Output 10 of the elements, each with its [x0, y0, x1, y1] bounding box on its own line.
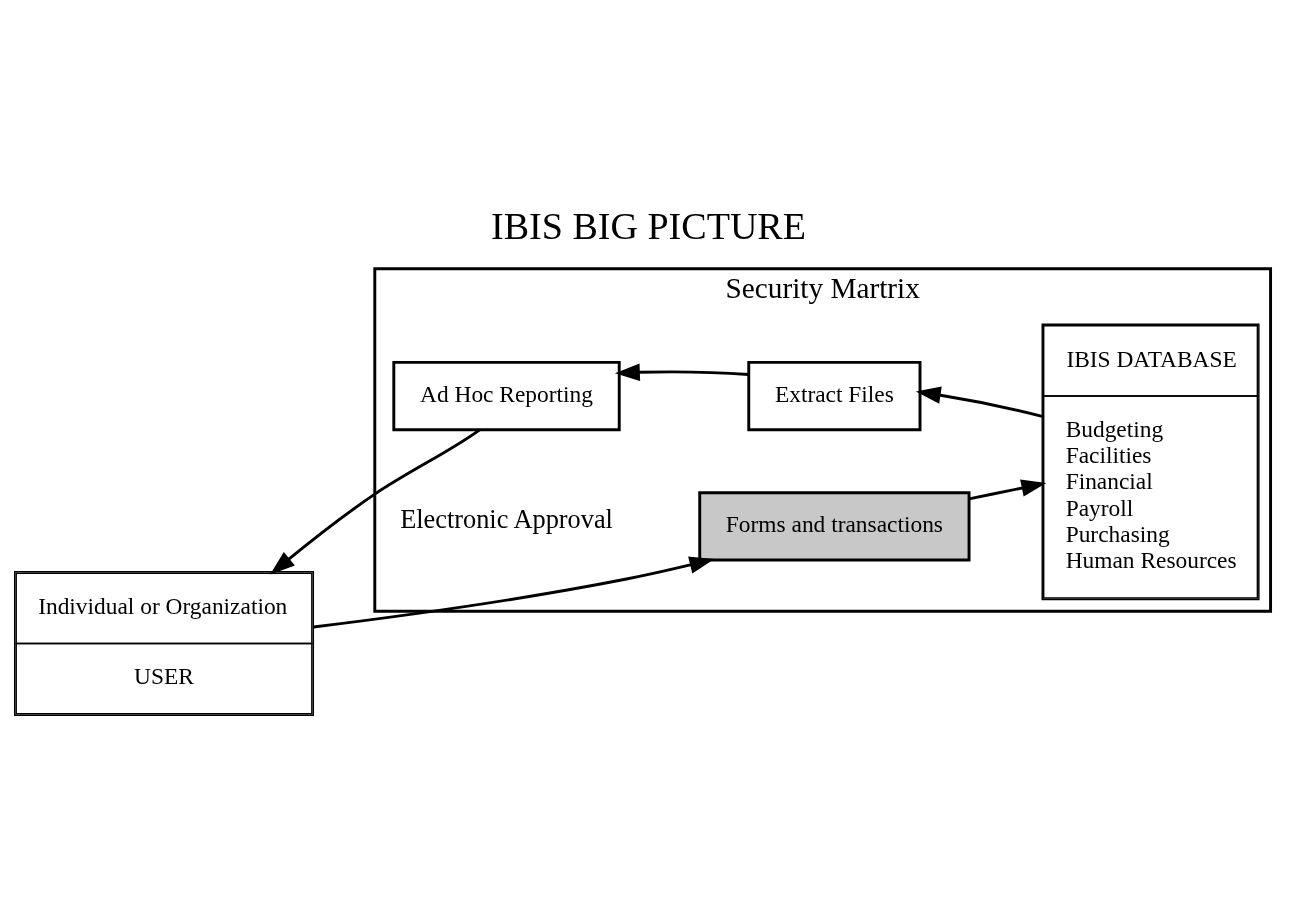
arrow [614, 363, 749, 381]
arrow [915, 386, 1043, 418]
label: Electronic Approval [400, 505, 613, 535]
arrow [313, 556, 715, 629]
node-box: Extract Files [747, 360, 922, 432]
arrow [270, 428, 481, 575]
node-box: Ad Hoc Reporting [392, 360, 621, 432]
arrow [968, 479, 1047, 501]
node-box: Forms and transactions [698, 491, 971, 562]
diagram-title: IBIS BIG PICTURE [491, 205, 806, 248]
